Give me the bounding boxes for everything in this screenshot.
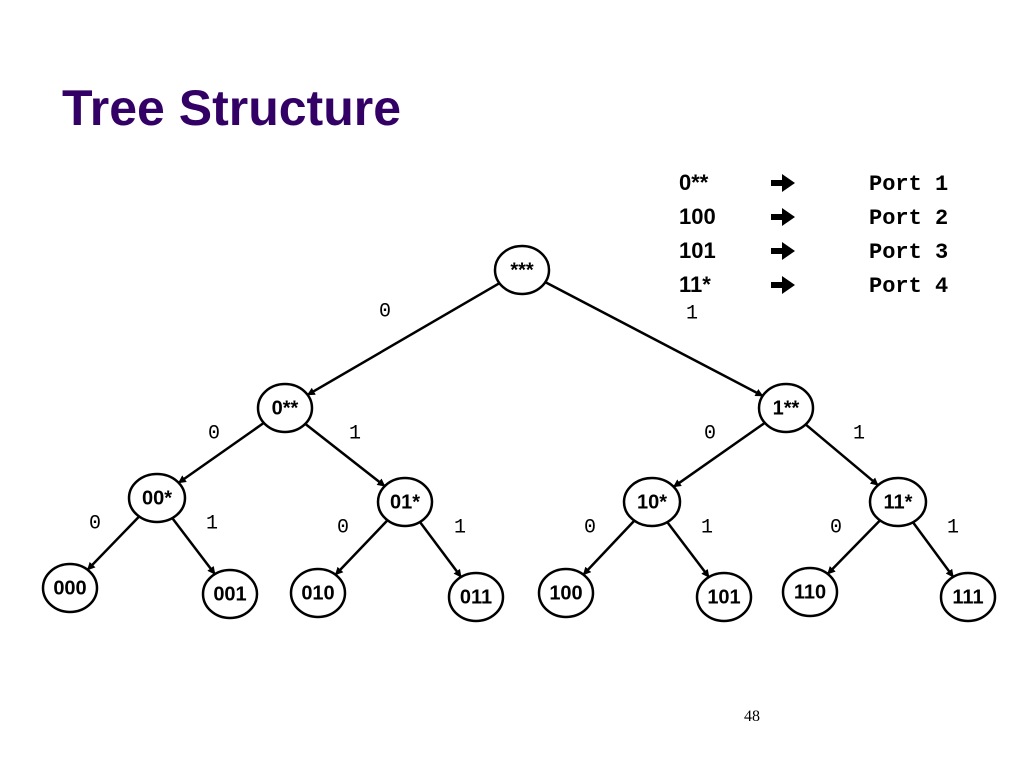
tree-edge-root-n0 bbox=[306, 282, 501, 396]
edge-label-n11-n111: 1 bbox=[947, 516, 959, 539]
node-label: 110 bbox=[794, 581, 826, 603]
node-label: *** bbox=[510, 259, 534, 281]
tree-edge-n0-n01 bbox=[304, 422, 386, 488]
arrow-right-icon bbox=[771, 242, 795, 260]
edge-label-n11-n110: 0 bbox=[830, 516, 842, 539]
edge-label-root-n1: 1 bbox=[686, 302, 698, 325]
edge-label-n0-n01: 1 bbox=[349, 422, 361, 445]
node-label: 101 bbox=[707, 586, 740, 608]
legend-port: Port 3 bbox=[869, 240, 949, 265]
edge-label-n0-n00: 0 bbox=[208, 422, 220, 445]
port-mapping-legend: 0** Port 1 100 Port 2 101 Port 3 11* Por… bbox=[679, 168, 999, 304]
edge-label-n00-n000: 0 bbox=[89, 512, 101, 535]
node-label: 100 bbox=[549, 582, 582, 604]
tree-node-n11: 11* bbox=[868, 476, 928, 528]
edge-label-n00-n001: 1 bbox=[206, 512, 218, 535]
node-ellipse bbox=[695, 571, 753, 623]
tree-node-n1: 1** bbox=[757, 382, 815, 434]
node-ellipse bbox=[868, 476, 928, 528]
node-label: 10* bbox=[637, 491, 667, 513]
node-label: 010 bbox=[301, 582, 334, 604]
tree-node-n000: 000 bbox=[41, 562, 99, 614]
arrow-right-icon bbox=[771, 208, 795, 226]
node-ellipse bbox=[447, 571, 505, 623]
tree-node-n0: 0** bbox=[256, 382, 314, 434]
tree-node-n01: 01* bbox=[376, 476, 434, 528]
node-label: 01* bbox=[390, 491, 420, 513]
tree-edge-n11-n110 bbox=[826, 519, 881, 575]
node-label: 000 bbox=[53, 577, 86, 599]
legend-port: Port 4 bbox=[869, 274, 949, 299]
legend-row: 101 Port 3 bbox=[679, 236, 999, 270]
edge-label-n01-n010: 0 bbox=[337, 516, 349, 539]
legend-prefix: 100 bbox=[679, 204, 716, 229]
edge-label-n10-n100: 0 bbox=[584, 516, 596, 539]
node-ellipse bbox=[289, 567, 347, 619]
tree-edges bbox=[86, 281, 955, 578]
tree-edge-n11-n111 bbox=[911, 521, 955, 578]
edge-label-root-n0: 0 bbox=[379, 300, 391, 323]
tree-edge-n00-n001 bbox=[171, 517, 216, 575]
edge-label-n01-n011: 1 bbox=[454, 516, 466, 539]
legend-row: 11* Port 4 bbox=[679, 270, 999, 304]
page-number: 48 bbox=[744, 708, 760, 725]
node-label: 11* bbox=[884, 491, 913, 513]
node-ellipse bbox=[376, 476, 434, 528]
node-ellipse bbox=[939, 571, 997, 623]
legend-prefix: 0** bbox=[679, 170, 709, 195]
node-ellipse bbox=[537, 567, 595, 619]
tree-node-n010: 010 bbox=[289, 567, 347, 619]
legend-row: 100 Port 2 bbox=[679, 202, 999, 236]
node-ellipse bbox=[256, 382, 314, 434]
node-ellipse bbox=[622, 476, 682, 528]
tree-node-n100: 100 bbox=[537, 567, 595, 619]
node-ellipse bbox=[757, 382, 815, 434]
tree-node-n111: 111 bbox=[939, 571, 997, 623]
legend-port: Port 1 bbox=[869, 172, 949, 197]
node-ellipse bbox=[201, 568, 259, 620]
node-ellipse bbox=[493, 244, 551, 296]
tree-edge-n01-n011 bbox=[418, 521, 463, 578]
node-label: 111 bbox=[952, 586, 983, 608]
edge-label-n1-n11: 1 bbox=[853, 422, 865, 445]
tree-node-n001: 001 bbox=[201, 568, 259, 620]
edge-label-n10-n101: 1 bbox=[701, 516, 713, 539]
tree-node-root: *** bbox=[493, 244, 551, 296]
node-label: 00* bbox=[142, 487, 172, 509]
tree-node-n10: 10* bbox=[622, 476, 682, 528]
tree-edge-root-n1 bbox=[544, 281, 764, 397]
node-label: 0** bbox=[272, 397, 299, 419]
legend-prefix: 11* bbox=[679, 272, 711, 297]
tree-node-n101: 101 bbox=[695, 571, 753, 623]
legend-prefix: 101 bbox=[679, 238, 716, 263]
tree-edge-n1-n11 bbox=[804, 423, 879, 487]
legend-row: 0** Port 1 bbox=[679, 168, 999, 202]
tree-edge-n0-n00 bbox=[177, 421, 265, 484]
tree-edge-n01-n010 bbox=[334, 519, 389, 576]
node-ellipse bbox=[781, 566, 839, 618]
legend-port: Port 2 bbox=[869, 206, 949, 231]
tree-edge-n00-n000 bbox=[86, 515, 141, 571]
node-label: 011 bbox=[460, 586, 492, 608]
node-ellipse bbox=[41, 562, 99, 614]
tree-node-n011: 011 bbox=[447, 571, 505, 623]
arrow-right-icon bbox=[771, 276, 795, 294]
node-label: 001 bbox=[213, 583, 246, 605]
tree-edge-labels: 0 1 0 1 0 1 0 1 0 1 0 1 0 1 bbox=[89, 300, 959, 539]
tree-node-n110: 110 bbox=[781, 566, 839, 618]
tree-edge-n10-n101 bbox=[666, 521, 710, 578]
edge-label-n1-n10: 0 bbox=[704, 422, 716, 445]
tree-edge-n1-n10 bbox=[672, 421, 766, 488]
tree-node-n00: 00* bbox=[127, 472, 187, 524]
node-ellipse bbox=[127, 472, 187, 524]
arrow-right-icon bbox=[771, 174, 795, 192]
tree-edge-n10-n100 bbox=[582, 519, 636, 576]
slide-title: Tree Structure bbox=[62, 80, 402, 136]
node-label: 1** bbox=[773, 397, 800, 419]
